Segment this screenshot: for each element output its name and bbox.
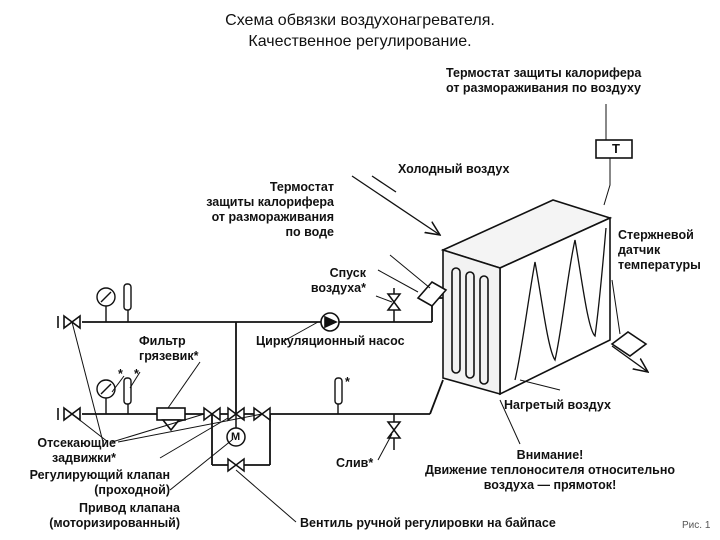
diagram-title: Схема обвязки воздухонагревателя. Качест…: [0, 10, 720, 52]
label-bypass-valve: Вентиль ручной регулировки на байпасе: [300, 516, 556, 530]
thermostat-boxes: [416, 139, 648, 357]
label-valve-actuator: Привод клапана (моторизированный): [49, 501, 180, 530]
air-heater-body: [440, 199, 613, 396]
label-regulating-valve: Регулирующий клапан (проходной): [29, 468, 170, 497]
cold-air-arrow: [351, 175, 440, 235]
valves: [203, 293, 402, 473]
circulation-pump-icon: [320, 312, 340, 332]
pressure-gauge-bottom: [96, 377, 343, 414]
figure-number: Рис. 1: [682, 520, 711, 531]
label-circulation-pump: Циркуляционный насос: [256, 334, 405, 348]
title-line-1: Схема обвязки воздухонагревателя.: [225, 12, 495, 29]
label-cold-air: Холодный воздух: [398, 162, 510, 176]
label-drain: Слив*: [336, 456, 374, 470]
pressure-gauge-top: [96, 283, 132, 322]
leader-lines: [71, 104, 621, 523]
title-line-2: Качественное регулирование.: [248, 33, 472, 50]
thermostat-air-symbol: T: [612, 141, 620, 156]
label-shutoff-valves: Отсекающие задвижки*: [37, 436, 116, 465]
heated-air-arrow: [611, 345, 648, 372]
motor-symbol: M: [231, 431, 241, 443]
asterisk-thermometer: *: [134, 367, 139, 381]
pipe-inlet-left: [57, 314, 81, 422]
label-thermostat-water: Термостат защиты калорифера от разморажи…: [206, 180, 334, 239]
label-heated-air: Нагретый воздух: [504, 398, 611, 412]
label-rod-sensor: Стержневой датчик температуры: [618, 228, 701, 272]
label-filter: Фильтр грязевик*: [139, 334, 199, 363]
label-thermostat-air: Термостат защиты калорифера от разморажи…: [446, 66, 642, 95]
asterisk-drain-thermometer: *: [345, 375, 350, 389]
valve-actuator-motor: [226, 414, 246, 447]
label-air-vent: Спуск воздуха*: [310, 266, 366, 295]
return-pipe: [82, 379, 444, 415]
attention-note: Внимание! Движение теплоносителя относит…: [424, 448, 676, 492]
asterisk-gauge: *: [118, 367, 123, 381]
